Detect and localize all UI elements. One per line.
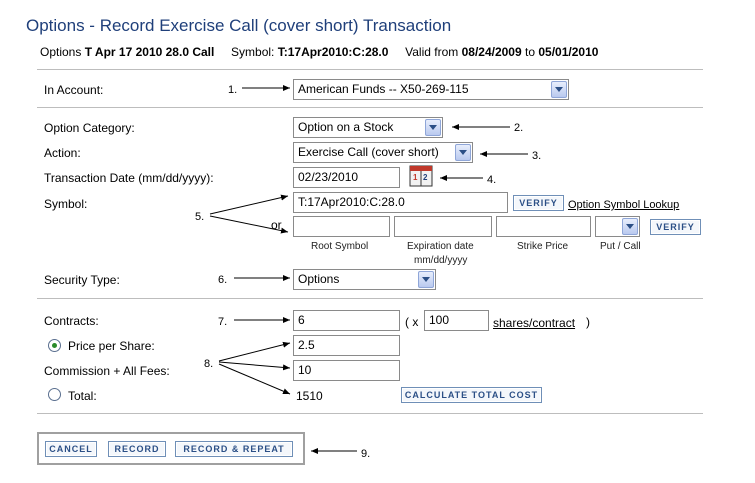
chevron-down-icon xyxy=(551,81,567,98)
arrow-8a xyxy=(218,341,291,362)
annotation-4: 4. xyxy=(487,174,497,186)
price-per-share-input[interactable]: 2.5 xyxy=(293,335,400,356)
valid-to-date: 05/01/2010 xyxy=(538,45,599,59)
annotation-5: 5. xyxy=(195,211,205,223)
valid-from-date: 08/24/2009 xyxy=(461,45,522,59)
record-and-repeat-button[interactable]: RECORD & REPEAT xyxy=(175,441,293,457)
arrow-5a xyxy=(209,194,289,215)
expiration-format-caption: mm/dd/yyyy xyxy=(414,255,468,266)
annotation-2: 2. xyxy=(514,122,524,134)
expiration-date-caption: Expiration date xyxy=(407,241,474,252)
option-category-value: Option on a Stock xyxy=(298,120,394,134)
contracts-input[interactable]: 6 xyxy=(293,310,400,331)
strike-price-input[interactable] xyxy=(496,216,591,237)
annotation-9: 9. xyxy=(361,448,371,460)
put-call-select[interactable] xyxy=(595,216,640,237)
divider xyxy=(37,69,703,70)
page-title: Options - Record Exercise Call (cover sh… xyxy=(26,16,452,35)
symbol-label: Symbol: xyxy=(44,197,88,211)
annotation-8: 8. xyxy=(204,358,214,370)
option-category-label: Option Category: xyxy=(44,121,135,135)
to-label: to xyxy=(525,45,536,59)
account-value: American Funds -- X50-269-115 xyxy=(298,82,469,96)
action-label: Action: xyxy=(44,146,81,160)
chevron-down-icon xyxy=(418,271,434,288)
options-label: Options xyxy=(40,45,82,59)
cancel-button[interactable]: CANCEL xyxy=(45,441,97,457)
total-label: Total: xyxy=(68,389,97,403)
multiplier-close: ) xyxy=(586,315,590,329)
transaction-date-input[interactable]: 02/23/2010 xyxy=(293,167,400,188)
valid-from-label: Valid from xyxy=(405,45,459,59)
chevron-down-icon xyxy=(425,119,441,136)
arrow-8b xyxy=(218,361,291,371)
record-button[interactable]: RECORD xyxy=(108,441,166,457)
action-value: Exercise Call (cover short) xyxy=(298,145,439,159)
chevron-down-icon xyxy=(622,218,638,235)
root-symbol-caption: Root Symbol xyxy=(311,241,369,252)
expiration-date-input[interactable] xyxy=(394,216,492,237)
security-type-select[interactable]: Options xyxy=(293,269,436,290)
multiplier-open: ( x xyxy=(405,315,419,329)
chevron-down-icon xyxy=(455,144,471,161)
price-per-share-radio[interactable] xyxy=(48,339,61,352)
symbol-input[interactable]: T:17Apr2010:C:28.0 xyxy=(293,192,508,213)
option-symbol-lookup-link[interactable]: Option Symbol Lookup xyxy=(568,199,680,211)
commission-input[interactable]: 10 xyxy=(293,360,400,381)
option-name: T Apr 17 2010 28.0 Call xyxy=(84,45,215,59)
total-value: 1510 xyxy=(296,389,323,403)
divider xyxy=(37,107,703,108)
annotation-3: 3. xyxy=(532,150,542,162)
arrow-5b xyxy=(209,215,289,234)
option-summary: Options T Apr 17 2010 28.0 Call Symbol: … xyxy=(40,45,598,59)
verify-components-button[interactable]: VERIFY xyxy=(650,219,701,235)
commission-label: Commission + All Fees: xyxy=(44,364,170,378)
annotation-6: 6. xyxy=(218,274,228,286)
action-select[interactable]: Exercise Call (cover short) xyxy=(293,142,473,163)
account-select[interactable]: American Funds -- X50-269-115 xyxy=(293,79,569,100)
or-label: or xyxy=(271,218,282,232)
price-per-share-label: Price per Share: xyxy=(68,339,155,353)
arrow-8c xyxy=(218,363,291,395)
root-symbol-input[interactable] xyxy=(293,216,390,237)
account-label: In Account: xyxy=(44,83,104,97)
symbol-value: T:17Apr2010:C:28.0 xyxy=(277,45,389,59)
verify-symbol-button[interactable]: VERIFY xyxy=(513,195,564,211)
security-type-label: Security Type: xyxy=(44,273,120,287)
option-category-select[interactable]: Option on a Stock xyxy=(293,117,443,138)
annotation-1: 1. xyxy=(228,84,238,96)
shares-per-contract-input[interactable]: 100 xyxy=(424,310,489,331)
transaction-date-label: Transaction Date (mm/dd/yyyy): xyxy=(44,171,214,185)
security-type-value: Options xyxy=(298,272,340,286)
put-call-caption: Put / Call xyxy=(600,241,641,252)
calculate-total-cost-button[interactable]: CALCULATE TOTAL COST xyxy=(401,387,542,403)
svg-text:2: 2 xyxy=(423,173,428,182)
calendar-icon[interactable]: 1 2 xyxy=(409,165,433,187)
strike-price-caption: Strike Price xyxy=(517,241,569,252)
divider xyxy=(37,298,703,299)
annotation-7: 7. xyxy=(218,316,228,328)
contracts-label: Contracts: xyxy=(44,314,99,328)
divider xyxy=(37,413,703,414)
shares-contract-link[interactable]: shares/contract xyxy=(493,316,576,330)
symbol-label: Symbol: xyxy=(231,45,275,59)
total-radio[interactable] xyxy=(48,388,61,401)
svg-text:1: 1 xyxy=(413,173,418,182)
